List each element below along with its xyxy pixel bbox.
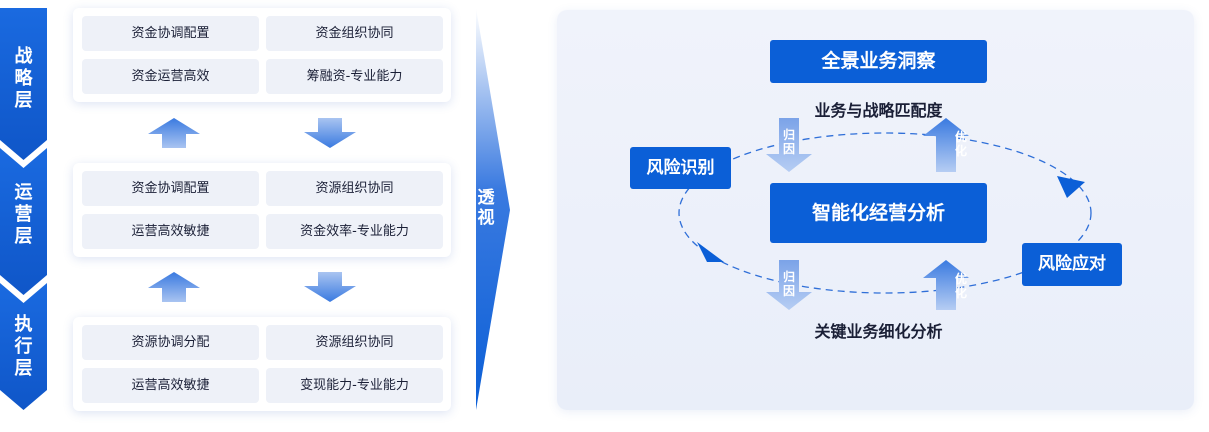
arrows-row-1 — [148, 118, 356, 148]
arrow-label-optimize: 优化 — [954, 272, 967, 300]
panel-strategy: 资金协调配置 资金组织协同 资金运营高效 筹融资-专业能力 — [73, 8, 451, 102]
cell: 资源组织协同 — [266, 325, 443, 360]
cell: 资金效率-专业能力 — [266, 214, 443, 249]
center-box: 智能化经营分析 — [770, 183, 987, 243]
vertical-arrows — [766, 118, 969, 310]
transparency-band — [476, 8, 510, 410]
panel-execution: 资源协调分配 资源组织协同 运营高效敏捷 变现能力-专业能力 — [73, 317, 451, 411]
top-text: 业务与战略匹配度 — [814, 101, 943, 120]
top-box: 全景业务洞察 — [770, 40, 987, 83]
left-box: 风险识别 — [630, 147, 731, 189]
arrow-label-attribution: 归因 — [782, 270, 795, 298]
bottom-text: 关键业务细化分析 — [814, 322, 943, 341]
arrow-down-icon — [304, 272, 356, 302]
transparency-label: 透视 — [477, 188, 495, 228]
chevron-operation — [0, 148, 47, 295]
cell: 运营高效敏捷 — [82, 214, 259, 249]
panel-operation: 资金协调配置 资源组织协同 运营高效敏捷 资金效率-专业能力 — [73, 163, 451, 257]
cycle-arrowhead-icon — [1057, 176, 1085, 198]
layer-label-strategy: 战略层 — [14, 46, 33, 111]
arrow-up-icon — [923, 118, 969, 172]
arrow-down-icon — [766, 118, 812, 172]
arrow-down-icon — [304, 118, 356, 148]
cell: 资源组织协同 — [266, 171, 443, 206]
right-box: 风险应对 — [1022, 243, 1122, 286]
cell: 资金协调配置 — [82, 171, 259, 206]
cell: 变现能力-专业能力 — [266, 368, 443, 403]
cell: 运营高效敏捷 — [82, 368, 259, 403]
cell: 资源协调分配 — [82, 325, 259, 360]
arrow-up-icon — [148, 118, 200, 148]
cell: 资金运营高效 — [82, 59, 259, 94]
layer-label-execution: 执行层 — [14, 314, 33, 379]
arrow-up-icon — [148, 272, 200, 302]
cycle-ellipse — [678, 132, 1092, 294]
layer-chevrons — [0, 8, 47, 410]
chevron-execution — [0, 283, 47, 410]
arrows-row-2 — [148, 272, 356, 302]
cell: 筹融资-专业能力 — [266, 59, 443, 94]
cell: 资金协调配置 — [82, 16, 259, 51]
chevron-strategy — [0, 8, 47, 160]
cell: 资金组织协同 — [266, 16, 443, 51]
arrow-up-icon — [923, 260, 969, 310]
cycle-arrowhead-icon — [697, 242, 724, 262]
arrow-label-attribution: 归因 — [782, 128, 795, 156]
arrow-down-icon — [766, 260, 812, 310]
layer-label-operation: 运营层 — [14, 182, 33, 247]
arrow-label-optimize: 优化 — [954, 130, 967, 158]
